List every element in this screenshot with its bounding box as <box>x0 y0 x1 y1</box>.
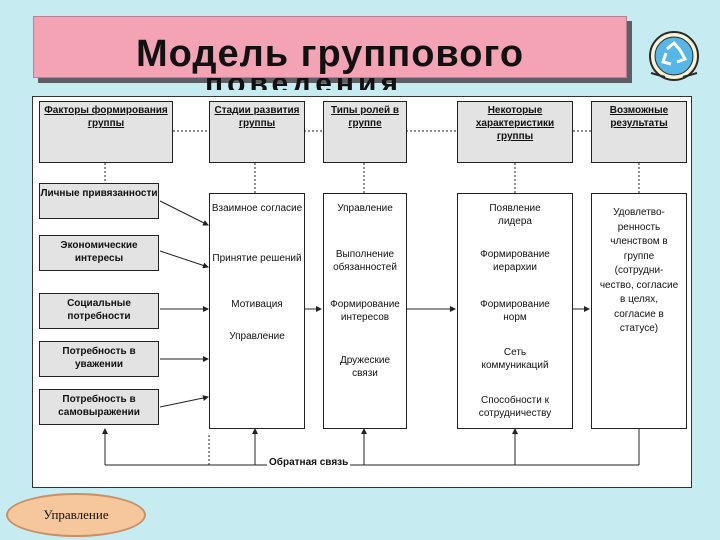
factor-need-respect: Потребность в уважении <box>39 341 159 377</box>
page-title: Модель группового <box>135 33 525 75</box>
nav-management-button[interactable]: Управление <box>6 493 146 537</box>
characteristic-item: Способности к сотрудничеству <box>478 395 552 419</box>
factor-social-needs: Социальные потребности <box>39 293 159 329</box>
role-item: Формирование интересов <box>330 299 400 323</box>
header-roles: Типы ролей в группе <box>323 101 407 163</box>
role-item: Выполнение обязанностей <box>333 249 397 273</box>
characteristic-item: Появление лидера <box>489 203 541 227</box>
header-stages: Стадии развития группы <box>209 101 305 163</box>
column-characteristics: Появление лидера Формирование иерархии Ф… <box>457 193 573 429</box>
role-item: Дружеские связи <box>339 355 391 379</box>
factor-personal-attachments: Личные привязанности <box>39 183 159 219</box>
characteristic-item: Формирование иерархии <box>480 249 550 273</box>
header-results: Возможные результаты <box>591 101 687 163</box>
factor-need-self-expression: Потребность в самовыражении <box>39 389 159 425</box>
page-title-overflow: поведения <box>205 78 402 90</box>
title-banner: Модель группового <box>33 16 627 78</box>
factor-economic-interests: Экономические интересы <box>39 235 159 271</box>
column-stages: Взаимное согласие Принятие решений Мотив… <box>209 193 305 429</box>
stage-item: Принятие решений <box>212 253 302 264</box>
result-item: Удовлетво-ренность членством в группе (с… <box>599 207 679 334</box>
stage-item: Мотивация <box>231 299 283 310</box>
feedback-label: Обратная связь <box>267 457 351 468</box>
recycle-logo-icon <box>649 31 699 81</box>
stage-item: Управление <box>229 331 285 342</box>
group-behavior-diagram: Факторы формирования группы Стадии разви… <box>32 96 692 488</box>
column-roles: Управление Выполнение обязанностей Форми… <box>323 193 407 429</box>
column-results: Удовлетво-ренность членством в группе (с… <box>591 193 687 429</box>
characteristic-item: Формирование норм <box>480 299 550 323</box>
role-item: Управление <box>337 203 393 214</box>
header-factors: Факторы формирования группы <box>39 101 173 163</box>
characteristic-item: Сеть коммуникаций <box>481 347 549 371</box>
connector-lines <box>102 130 640 466</box>
stage-item: Взаимное согласие <box>211 203 303 214</box>
header-characteristics: Некоторые характеристики группы <box>457 101 573 163</box>
